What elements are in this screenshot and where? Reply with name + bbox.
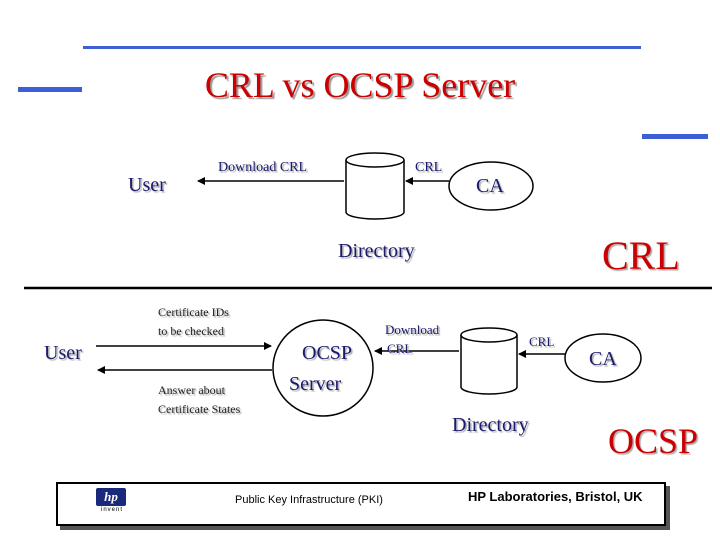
crl-directory-label: Directory [338, 240, 415, 262]
left-accent-bar [18, 87, 82, 92]
hp-logo: hp invent [94, 488, 130, 516]
crl-download-label: Download CRL [218, 160, 308, 175]
right-accent-bar [642, 134, 708, 139]
slide-title: CRL vs OCSP Server [204, 65, 516, 105]
ocsp-directory-cylinder [460, 327, 518, 395]
ocsp-directory-label: Directory [452, 414, 529, 436]
hp-logo-mark: hp [96, 488, 126, 506]
ocsp-server-label: Server [289, 373, 342, 395]
footer-organization: HP Laboratories, Bristol, UK [468, 489, 643, 504]
ocsp-user-label: User [44, 342, 82, 364]
crl-section-label: CRL [602, 233, 680, 278]
crl-directory-cylinder [345, 152, 405, 220]
ocsp-crl-label: CRL [529, 334, 555, 349]
ocsp-cert-ids-label: Certificate IDs [158, 305, 229, 319]
crl-ca-ellipse [448, 161, 534, 211]
ocsp-to-be-checked-label: to be checked [158, 324, 224, 338]
ocsp-server-ellipse [272, 319, 374, 417]
footer-title: Public Key Infrastructure (PKI) [235, 494, 383, 506]
ocsp-download-label: Download [385, 322, 440, 337]
ocsp-cert-states-label: Certificate States [158, 402, 241, 416]
top-accent-bar [83, 46, 641, 49]
crl-crl-label: CRL [415, 160, 443, 175]
footer-bar [56, 482, 666, 526]
ocsp-answer-label: Answer about [158, 383, 225, 397]
ocsp-server-name-label: OCSP [302, 342, 353, 364]
hp-logo-tagline: invent [100, 507, 123, 513]
crl-ca-label: CA [476, 175, 504, 197]
ocsp-section-label: OCSP [608, 421, 699, 461]
crl-user-label: User [128, 174, 166, 196]
ocsp-ca-ellipse [564, 333, 642, 383]
ocsp-download-crl-label: CRL [387, 341, 413, 356]
ocsp-ca-label: CA [589, 348, 617, 370]
